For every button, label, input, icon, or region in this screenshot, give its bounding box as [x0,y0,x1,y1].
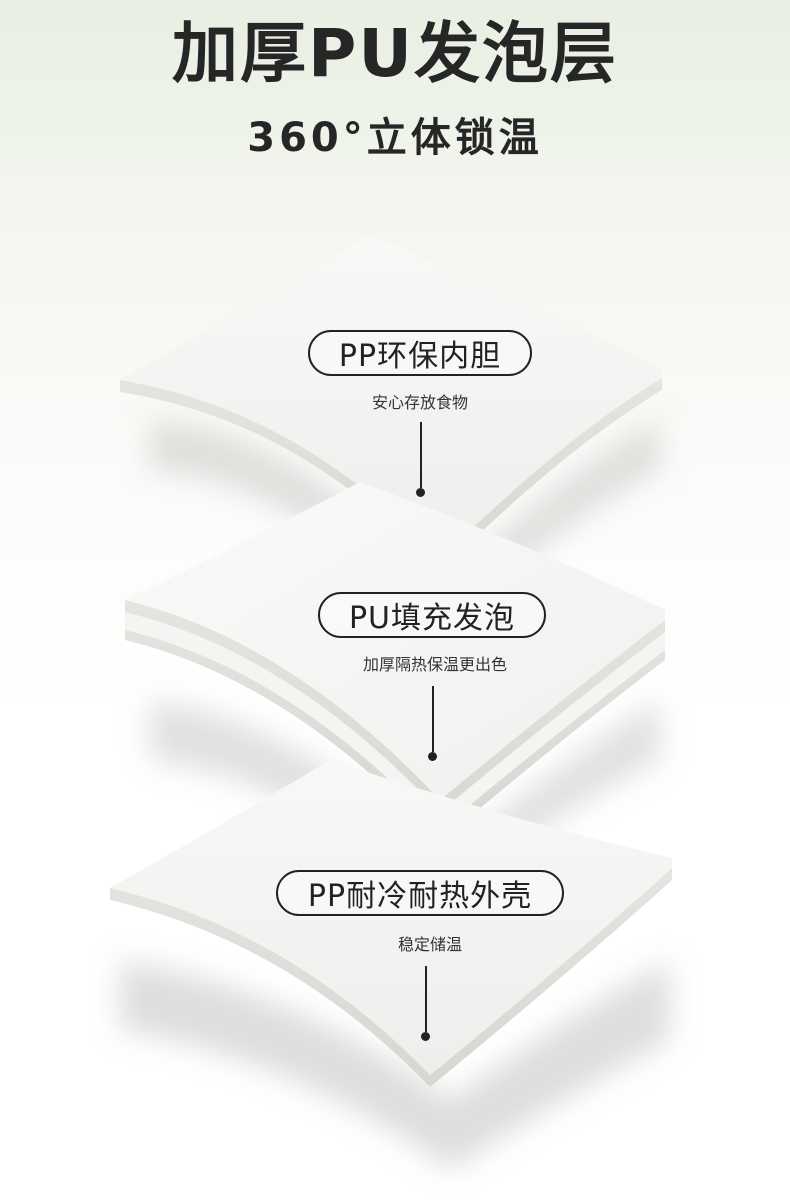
pointer-line [432,686,434,752]
middle-layer-edge [125,600,665,842]
bottom-layer-edge [110,868,672,1087]
layer-label-outer-shell: PP耐冷耐热外壳 [276,870,564,916]
layer-label-foam: PU填充发泡 [318,592,546,638]
layer-description-foam: 加厚隔热保温更出色 [362,655,507,674]
dot-pointer-icon [421,1032,430,1041]
bottom-layer-sheet [110,760,672,1075]
layer-label-inner-liner: PP环保内胆 [308,330,532,376]
middle-layer-foam [125,612,665,830]
pointer-line [425,966,427,1032]
top-layer-sheet [120,234,662,560]
top-layer-shadow [150,420,660,640]
middle-layer-shadow [150,700,660,905]
layer-description-outer-shell: 稳定储温 [397,935,462,954]
top-layer-edge [120,378,662,572]
middle-layer-sheet [125,482,665,800]
pointer-line [420,422,422,488]
dot-pointer-icon [416,488,425,497]
page-subtitle: 360°立体锁温 [247,115,543,161]
dot-pointer-icon [428,752,437,761]
bottom-layer-shadow [120,960,670,1170]
layer-description-inner-liner: 安心存放食物 [371,393,468,412]
page-title: 加厚PU发泡层 [172,15,618,92]
